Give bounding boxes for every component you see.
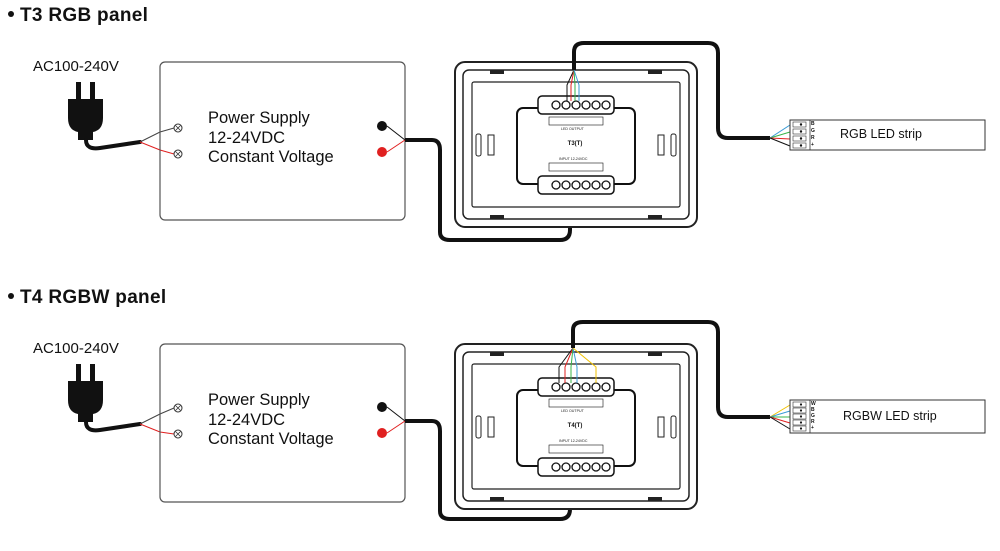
strip-pin-label: B	[811, 407, 815, 413]
controller-module	[516, 95, 636, 195]
strip-pin-label: G	[811, 413, 815, 419]
controller-output-wires	[558, 347, 597, 383]
ac-cable	[84, 420, 142, 433]
strip-pin-label: R	[811, 419, 815, 425]
bullet-icon	[8, 292, 14, 299]
section-heading-text: T4 RGBW panel	[20, 287, 167, 308]
controller-output-label: LED OUTPUT	[561, 127, 584, 131]
strip-pin-label: G	[811, 128, 815, 134]
section-heading: T4 RGBW panel	[8, 287, 166, 309]
controller-input-label: INPUT 12-24VDC	[559, 157, 588, 161]
rgb-led-strip	[789, 119, 986, 151]
power-supply-label: Power Supply 12-24VDC Constant Voltage	[208, 391, 334, 450]
rgbw-led-strip	[789, 399, 986, 434]
led-strip-label: RGBW LED strip	[843, 409, 937, 423]
power-supply-label: Power Supply 12-24VDC Constant Voltage	[208, 109, 334, 168]
t3-wiring-diagram	[68, 41, 986, 242]
dc-negative-terminal	[377, 402, 387, 412]
t3-rgb-section: T3 RGB panel AC100-240V Power Supply 12-…	[0, 0, 1000, 269]
ac-terminal-screws	[173, 123, 183, 159]
dc-cable	[405, 138, 572, 242]
psu-line-1: Power Supply	[208, 391, 310, 409]
dc-positive-terminal	[377, 147, 387, 157]
ac-cable	[84, 138, 142, 151]
strip-input-wires	[769, 404, 791, 430]
t4-wiring-diagram	[68, 320, 986, 521]
section-heading: T3 RGB panel	[8, 5, 148, 27]
strip-input-wires	[769, 124, 791, 147]
bullet-icon	[8, 10, 14, 17]
controller-module	[516, 377, 636, 477]
psu-line-2: 12-24VDC	[208, 128, 286, 147]
psu-line-3: Constant Voltage	[208, 148, 334, 166]
strip-pin-label: +	[811, 425, 814, 431]
output-cable	[572, 41, 770, 140]
strip-pin-label: W	[811, 401, 816, 407]
controller-output-label: LED OUTPUT	[561, 409, 584, 413]
output-cable	[571, 320, 770, 419]
strip-pin-label: +	[811, 142, 814, 148]
ac-input-label: AC100-240V	[33, 58, 119, 75]
t4-rgbw-section: T4 RGBW panel AC100-240V Power Supply 12…	[0, 282, 1000, 551]
dc-negative-terminal	[377, 121, 387, 131]
strip-pin-label: R	[811, 135, 815, 141]
psu-line-1: Power Supply	[208, 109, 310, 127]
ac-terminal-screws	[173, 403, 183, 439]
psu-line-3: Constant Voltage	[208, 430, 334, 448]
controller-output-wires	[566, 69, 580, 101]
section-heading-text: T3 RGB panel	[20, 5, 149, 26]
controller-model-label: T3(T)	[567, 141, 583, 147]
dc-cable	[405, 419, 572, 521]
power-plug-icon	[68, 82, 103, 140]
dc-positive-terminal	[377, 428, 387, 438]
controller-model-label: T4(T)	[567, 423, 583, 429]
controller-input-label: INPUT 12-24VDC	[559, 439, 588, 443]
led-strip-label: RGB LED strip	[840, 127, 922, 141]
strip-pin-label: B	[811, 121, 815, 127]
power-plug-icon	[68, 364, 103, 422]
ac-input-label: AC100-240V	[33, 340, 119, 357]
psu-line-2: 12-24VDC	[208, 410, 286, 429]
